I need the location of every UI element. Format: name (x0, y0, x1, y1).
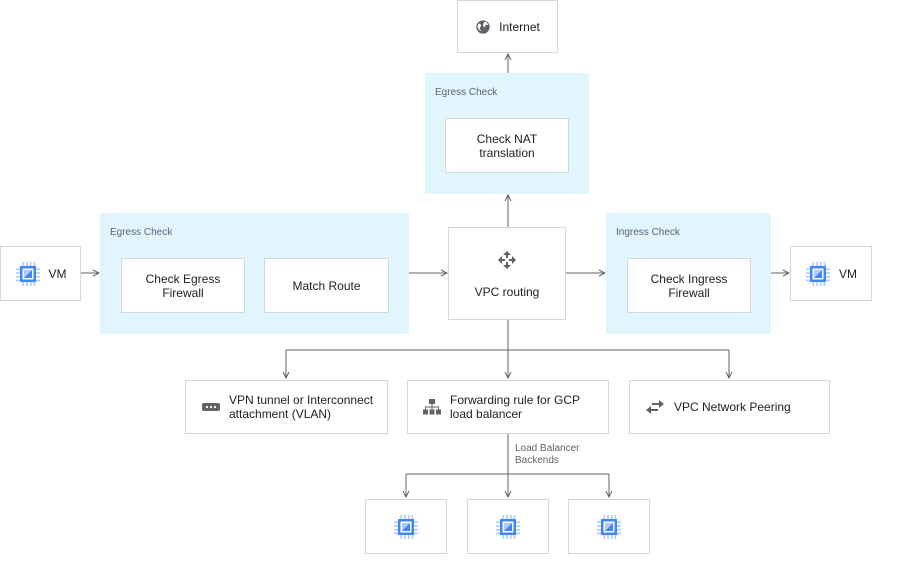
globe-icon (476, 19, 490, 34)
check-ingress-firewall-label: Check Ingress Firewall (650, 271, 728, 300)
match-route-label: Match Route (292, 278, 361, 293)
load-balancer-backends-label: Load Balancer Backends (515, 443, 580, 466)
peering-arrows-icon (646, 400, 664, 414)
vpc-peering-label: VPC Network Peering (674, 400, 791, 414)
routing-arrows-icon (498, 250, 516, 269)
forwarding-rule-label: Forwarding rule for GCP load balancer (450, 393, 581, 421)
nat-panel-title: Egress Check (435, 87, 498, 98)
vm-right-box: VM (790, 246, 872, 301)
internet-box: Internet (457, 0, 558, 53)
vm-right-label: VM (839, 266, 857, 281)
egress-check-panel: Egress Check Check Egress Firewall Match… (100, 213, 409, 334)
backend-vm-1 (365, 499, 447, 554)
check-nat-label: Check NAT translation (476, 131, 538, 160)
check-ingress-firewall-box: Check Ingress Firewall (627, 258, 751, 313)
internet-label: Internet (499, 19, 540, 34)
forwarding-rule-box: Forwarding rule for GCP load balancer (407, 380, 609, 434)
backend-vm-3 (568, 499, 650, 554)
check-nat-box: Check NAT translation (445, 118, 569, 173)
match-route-box: Match Route (264, 258, 389, 313)
chip-icon (597, 514, 621, 539)
ingress-panel-title: Ingress Check (616, 227, 680, 238)
chip-icon (496, 514, 520, 539)
vpn-label: VPN tunnel or Interconnect attachment (V… (229, 393, 374, 421)
chip-icon (15, 261, 40, 286)
vpn-box: VPN tunnel or Interconnect attachment (V… (185, 380, 388, 434)
chip-icon (394, 514, 418, 539)
egress-panel-title: Egress Check (110, 227, 173, 238)
vpc-peering-box: VPC Network Peering (629, 380, 830, 434)
vpc-routing-label: VPC routing (474, 284, 540, 299)
vm-left-box: VM (0, 246, 81, 301)
ingress-check-panel: Ingress Check Check Ingress Firewall (606, 213, 771, 334)
chip-icon (806, 261, 830, 286)
vpn-icon (202, 403, 220, 411)
check-egress-firewall-box: Check Egress Firewall (121, 258, 245, 313)
vpc-routing-box: VPC routing (448, 227, 566, 320)
nat-egress-panel: Egress Check Check NAT translation (425, 73, 589, 194)
check-egress-firewall-label: Check Egress Firewall (145, 271, 221, 300)
backend-vm-2 (467, 499, 549, 554)
load-balancer-icon (423, 399, 441, 415)
vm-left-label: VM (48, 266, 67, 281)
